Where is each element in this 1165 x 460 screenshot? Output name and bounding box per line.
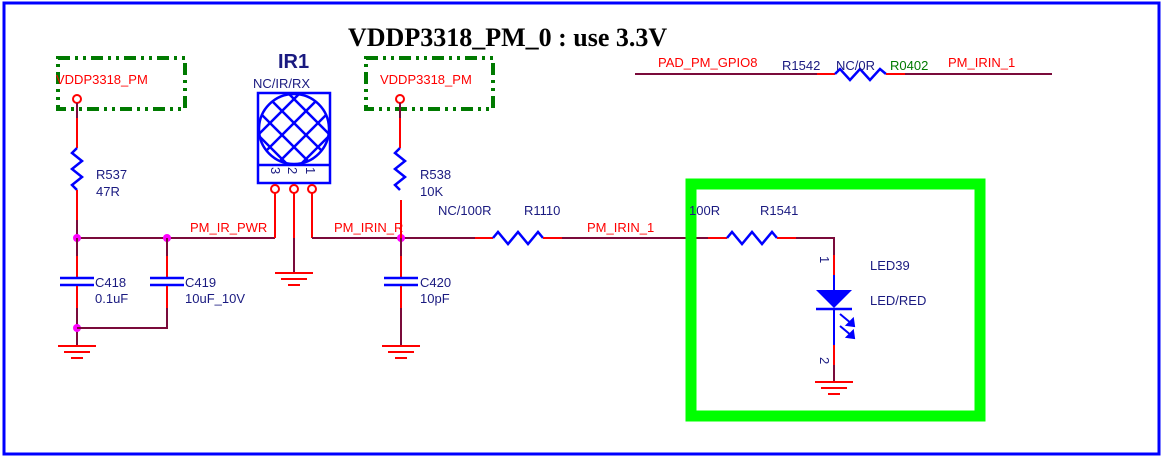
power-port-pin [395, 94, 405, 104]
ground-icon [382, 345, 420, 359]
r538-ref: R538 [420, 167, 451, 182]
power-port-label: VDDP3318_PM [380, 72, 472, 87]
net-label-pad-pm-gpio8: PAD_PM_GPIO8 [658, 55, 757, 70]
ir1-value: NC/IR/RX [253, 76, 310, 91]
c420-value: 10pF [420, 291, 450, 306]
c419-value: 10uF_10V [185, 291, 245, 306]
r537-value: 47R [96, 184, 120, 199]
net-label-pm-irin-r: PM_IRIN_R [334, 220, 403, 235]
led-led39[interactable]: 1 2 LED39 LED/RED [816, 255, 926, 365]
power-port-box [364, 56, 495, 111]
ir1-ref: IR1 [278, 51, 309, 73]
power-port-label: VDDP3318_PM [56, 72, 148, 87]
light-emission-icon [839, 313, 856, 340]
c419-ref: C419 [185, 275, 216, 290]
r1542-ref: R1542 [782, 58, 820, 73]
led39-ref: LED39 [870, 258, 910, 273]
ground-icon [815, 381, 853, 395]
led39-pin-1: 1 [817, 256, 832, 263]
r1541-ref: R1541 [760, 203, 798, 218]
power-port-pin [72, 94, 82, 104]
r538-value: 10K [420, 184, 443, 199]
resistor-r1110-symbol [492, 230, 544, 246]
led39-value: LED/RED [870, 293, 926, 308]
r537-ref: R537 [96, 167, 127, 182]
resistor-r537-symbol [69, 147, 85, 191]
r1541-value: 100R [689, 203, 720, 218]
led39-pin-2: 2 [817, 357, 832, 364]
net-label-pm-irin-1-top: PM_IRIN_1 [948, 55, 1015, 70]
c418-ref: C418 [95, 275, 126, 290]
led-triangle [816, 290, 852, 308]
sheet-title: VDDP3318_PM_0 : use 3.3V [348, 23, 667, 52]
r1110-ref: R1110 [524, 203, 560, 218]
net-label-pm-irin-1: PM_IRIN_1 [587, 220, 654, 235]
ground-icon [58, 345, 96, 359]
ir1-pin-1: 1 [303, 167, 318, 174]
net-label-pm-ir-pwr: PM_IR_PWR [190, 220, 267, 235]
ir1-pin-3: 3 [268, 167, 283, 174]
power-port-left[interactable]: VDDP3318_PM [56, 56, 187, 111]
r1542-value: NC/0R [836, 58, 875, 73]
r1110-value: NC/100R [438, 203, 491, 218]
c420-ref: C420 [420, 275, 451, 290]
resistor-r1542-symbol [834, 67, 887, 82]
power-port-middle[interactable]: VDDP3318_PM [364, 56, 495, 111]
resistor-r538-symbol [392, 147, 408, 191]
resistor-r1541-symbol [726, 230, 778, 246]
r1542-package: R0402 [890, 58, 928, 73]
ir1-lens [257, 92, 331, 166]
highlight-box [685, 178, 986, 422]
ir-receiver-ir1[interactable]: IR1 NC/IR/RX 3 2 1 [240, 51, 350, 194]
ground-icon [275, 272, 313, 286]
power-port-box [56, 56, 187, 111]
ir1-pin-2: 2 [285, 167, 300, 174]
c418-value: 0.1uF [95, 291, 128, 306]
